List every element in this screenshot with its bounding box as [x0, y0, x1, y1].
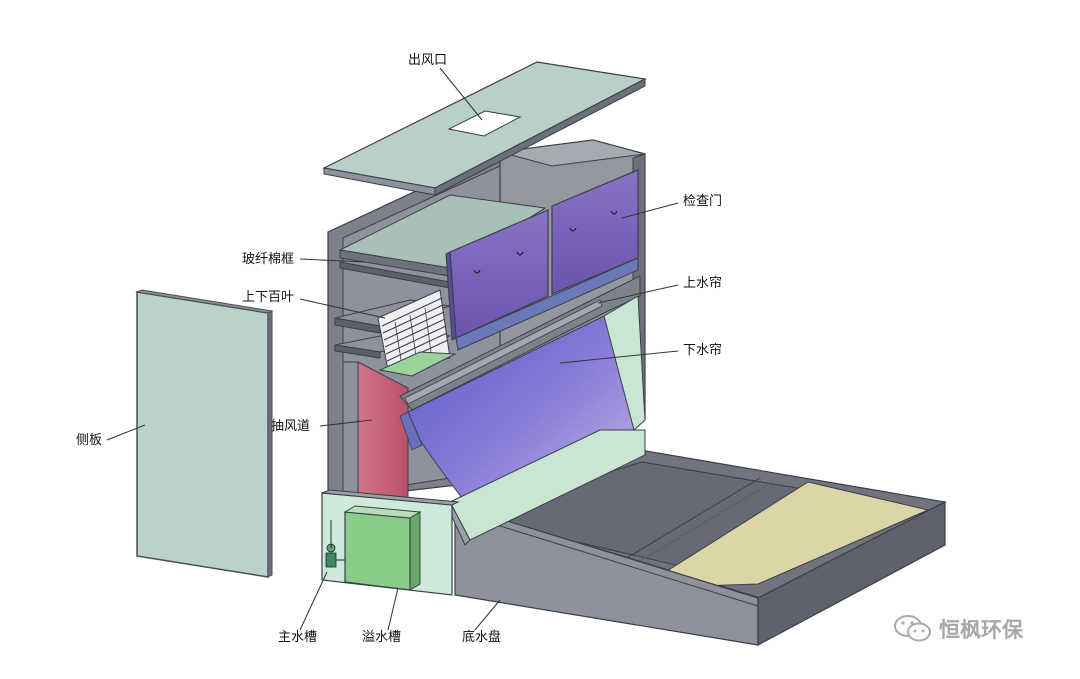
inspection-doors: [445, 169, 639, 341]
side-panel: [135, 289, 274, 578]
label-bottom-tray: 底水盘: [462, 630, 502, 645]
label-overflow-tank: 溢水槽: [362, 630, 402, 645]
watermark: 恒枫环保: [893, 612, 1023, 646]
exhaust-duct: [342, 361, 409, 503]
wechat-icon: [894, 615, 931, 642]
louvers: [377, 289, 457, 377]
label-upper-curtain: 上水帘: [683, 276, 723, 291]
base-trough: [447, 429, 646, 546]
upper-curtain: [399, 257, 641, 411]
fiberglass-frame: [338, 194, 547, 289]
overflow-tank: [343, 505, 422, 591]
label-main-tank: 主水槽: [278, 630, 318, 645]
label-louver: 上下百叶: [242, 290, 295, 305]
label-outlet: 出风口: [408, 53, 448, 68]
label-inspection-door: 检查门: [683, 194, 723, 209]
label-side-panel: 侧板: [76, 433, 103, 448]
label-fiberglass-frame: 玻纤棉框: [242, 252, 295, 267]
bottom-tray: [452, 449, 947, 647]
label-exhaust-duct: 抽风道: [271, 419, 311, 434]
label-lower-curtain: 下水帘: [683, 343, 723, 358]
leader-lines: [106, 67, 679, 631]
watermark-text: 恒枫环保: [939, 618, 1023, 642]
top-cover: [322, 61, 647, 196]
